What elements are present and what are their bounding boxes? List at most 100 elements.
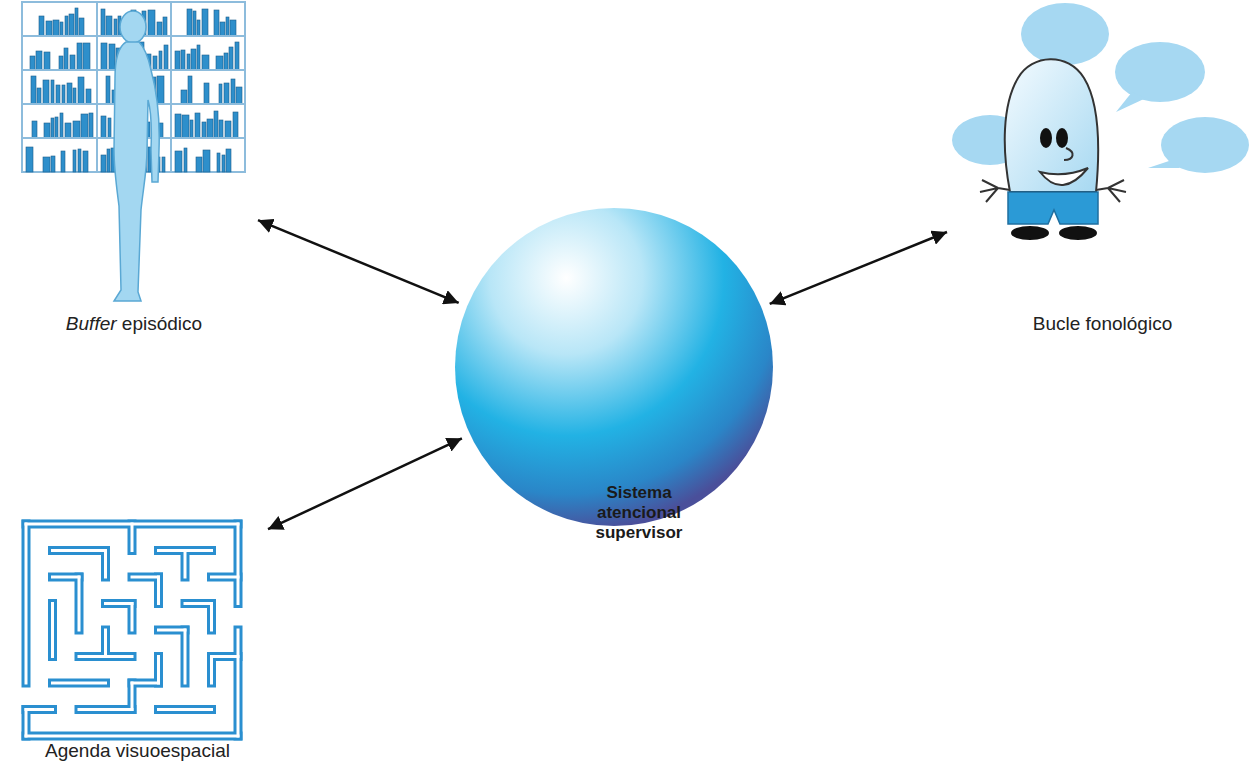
maze-wall-inner	[25, 710, 28, 737]
maze-wall	[53, 679, 106, 688]
person-silhouette	[114, 11, 159, 301]
central-sphere: Sistema atencional supervisor	[454, 207, 774, 527]
book	[230, 20, 236, 36]
book	[159, 51, 162, 70]
maze-wall	[75, 577, 84, 630]
maze-wall-inner	[78, 577, 81, 630]
maze-wall-inner	[237, 524, 240, 604]
maze-wall-inner	[237, 630, 240, 736]
book	[37, 88, 41, 104]
book	[65, 16, 68, 36]
maze-wall	[53, 546, 106, 555]
book	[175, 151, 182, 172]
book	[220, 22, 225, 36]
book	[46, 21, 52, 36]
book	[214, 111, 218, 138]
person-body	[114, 42, 159, 301]
book	[55, 117, 58, 138]
character-pants	[1008, 192, 1098, 224]
book	[61, 151, 65, 172]
character-foot	[1011, 226, 1049, 240]
maze-wall	[101, 551, 110, 578]
maze-wall	[128, 524, 137, 551]
book	[163, 17, 167, 36]
book	[62, 85, 65, 104]
book	[106, 16, 112, 36]
maze-wall	[22, 524, 31, 683]
maze-wall-inner	[131, 524, 134, 551]
maze-wall-inner	[131, 683, 134, 710]
book	[70, 55, 75, 70]
component-caption: Agenda visuoespacial	[45, 740, 230, 762]
book	[39, 16, 44, 36]
book	[207, 119, 213, 138]
book	[43, 157, 50, 172]
maze-wall	[181, 630, 190, 683]
book	[231, 79, 235, 104]
book	[51, 156, 55, 172]
book	[51, 118, 54, 138]
book	[106, 76, 110, 104]
maze-wall-inner	[132, 576, 159, 579]
book	[153, 56, 157, 70]
maze-wall-inner	[79, 708, 132, 711]
maze-wall	[181, 551, 190, 578]
book	[107, 149, 110, 172]
book	[224, 83, 229, 104]
book	[226, 149, 231, 172]
maze-wall-inner	[184, 630, 187, 683]
shelf-board	[96, 2, 98, 172]
book	[78, 77, 84, 104]
maze-wall-inner	[131, 604, 134, 631]
maze-wall-inner	[210, 657, 213, 684]
book	[181, 90, 187, 104]
bubble-tail	[1148, 160, 1180, 168]
book	[86, 89, 91, 104]
book	[193, 11, 196, 36]
book	[188, 76, 192, 104]
character-eye	[1056, 128, 1068, 148]
maze-wall-inner	[51, 604, 54, 657]
book	[108, 118, 111, 138]
maze-wall-inner	[157, 657, 160, 684]
book	[73, 150, 76, 172]
book	[196, 157, 202, 172]
book	[214, 10, 219, 36]
book	[157, 76, 164, 104]
shelf-board	[170, 2, 172, 172]
book	[175, 114, 181, 138]
component-caption: Bucle fonológico	[1033, 313, 1172, 335]
book	[44, 52, 50, 70]
person-head	[120, 11, 146, 43]
book	[202, 122, 206, 138]
book	[69, 14, 74, 36]
book	[60, 113, 63, 138]
maze-wall-inner	[53, 576, 80, 579]
speech-bubble	[1021, 3, 1109, 65]
book	[195, 113, 200, 138]
book	[75, 8, 78, 36]
book	[114, 19, 117, 36]
character-nose	[1064, 148, 1073, 160]
maze-wall-inner	[26, 708, 53, 711]
book	[83, 43, 90, 70]
maze-wall	[26, 732, 238, 741]
maze-wall-inner	[25, 524, 28, 683]
book	[190, 120, 193, 138]
maze-wall-inner	[185, 602, 212, 605]
book	[64, 48, 68, 70]
book	[235, 42, 239, 70]
book	[236, 87, 242, 104]
book	[73, 121, 80, 138]
book	[197, 45, 200, 70]
component-label: Sistema atencional supervisor	[579, 483, 699, 543]
book	[224, 53, 228, 70]
maze-wall-inner	[53, 682, 106, 685]
component-figure: Buffer episódico	[18, 0, 250, 338]
book	[226, 17, 229, 36]
book	[203, 150, 210, 172]
maze-illustration	[26, 524, 238, 736]
left-hand	[980, 180, 1010, 202]
book	[157, 22, 162, 36]
